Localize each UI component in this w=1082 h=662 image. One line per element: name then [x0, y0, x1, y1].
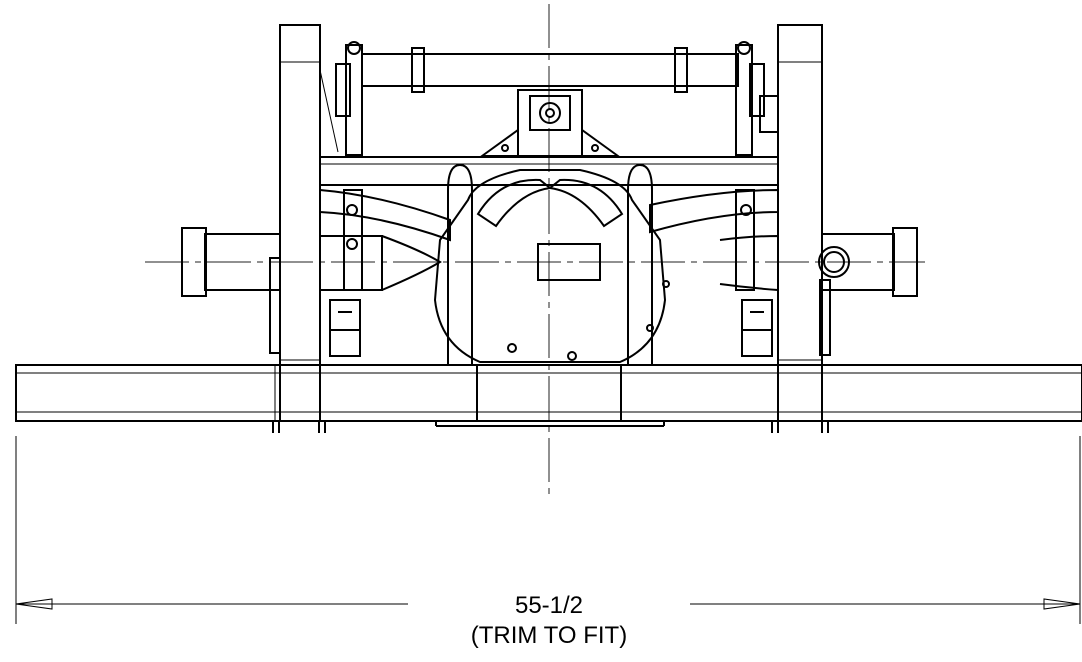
inner-vertical-bars: [447, 163, 653, 366]
dimension-note: (TRIM TO FIT): [470, 622, 628, 649]
left-shock-assembly: [319, 41, 363, 357]
left-frame-rail: [279, 24, 321, 422]
right-shock-assembly: [735, 41, 779, 357]
pinion-bracket: [478, 89, 622, 157]
upper-crossbar: [361, 47, 739, 93]
differential-housing: [433, 169, 670, 363]
right-axle-tube: [719, 227, 918, 356]
center-skid-plate: [435, 364, 665, 427]
dimension-extension-lines: [15, 436, 1081, 624]
right-frame-rail: [777, 24, 823, 422]
left-axle-tube: [181, 227, 442, 354]
mounting-studs: [272, 421, 829, 433]
dimension-value: 55-1/2: [514, 592, 584, 619]
diff-cover-ribs: [476, 178, 624, 228]
dimension-line: [15, 598, 1081, 610]
